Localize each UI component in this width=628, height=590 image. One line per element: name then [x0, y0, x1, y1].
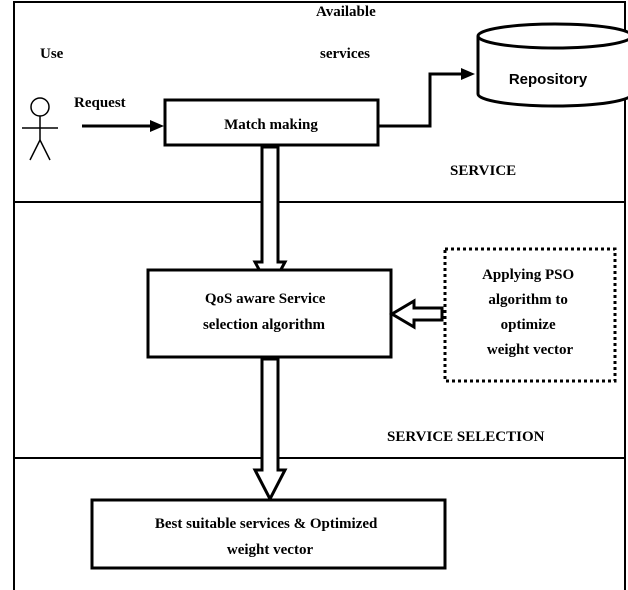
user-icon [22, 97, 58, 161]
match-making-box: Match making [163, 98, 380, 147]
service-layer-label: SERVICE [450, 163, 516, 179]
pso-optimization-label: Applying PSO algorithm to optimize weigh… [482, 267, 578, 358]
result-box: Best suitable services & Optimized weigh… [90, 498, 447, 570]
request-arrow [82, 120, 164, 132]
result-label: Best suitable services & Optimized weigh… [155, 516, 381, 558]
qos-selection-label: QoS aware Service selection algorithm [203, 291, 329, 333]
request-label: Request [74, 95, 126, 111]
service-selection-layer-label: SERVICE SELECTION [387, 429, 545, 445]
user-label: Use [40, 46, 64, 62]
repository-label: Repository [509, 71, 588, 88]
repository-connector-arrow [378, 68, 475, 128]
repository-cylinder: Repository [476, 22, 628, 108]
qos-selection-box: QoS aware Service selection algorithm [146, 268, 393, 359]
hollow-arrow-down-2 [252, 357, 288, 503]
match-making-label: Match making [224, 117, 318, 133]
pso-optimization-box: Applying PSO algorithm to optimize weigh… [443, 247, 617, 383]
diagram-frame [13, 1, 626, 590]
hollow-arrow-left [389, 298, 444, 330]
available-services-label: Available services [316, 4, 379, 62]
